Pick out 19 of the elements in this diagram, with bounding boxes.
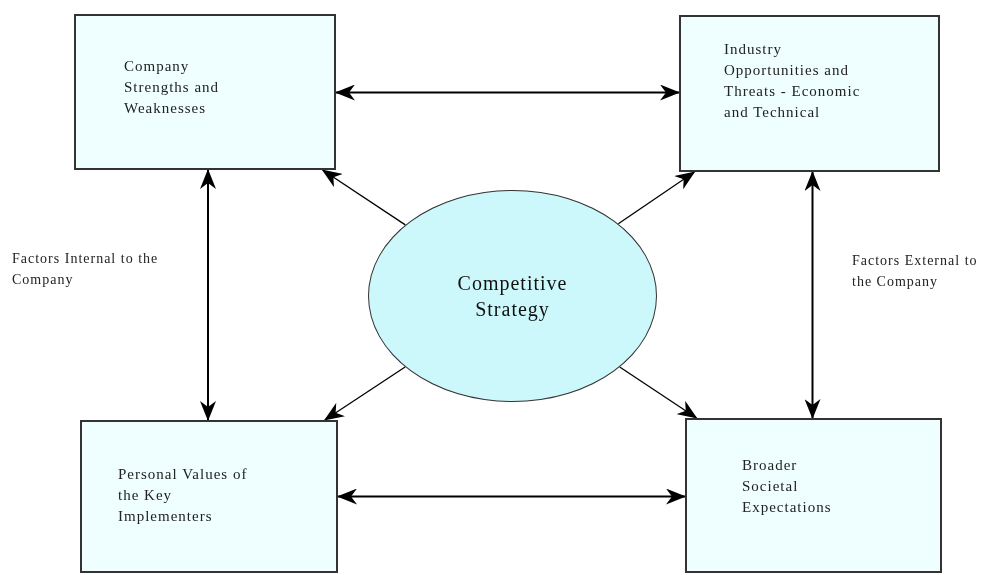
side-label: Factors Internal to the Company bbox=[12, 250, 160, 289]
box-label: Personal Values of the Key Implementers bbox=[118, 465, 249, 526]
arrow bbox=[323, 366, 406, 421]
box-label: Industry Opportunities and Threats - Economic and Technical bbox=[724, 40, 862, 122]
arrow bbox=[335, 84, 680, 101]
box-label: Company Strengths and Weaknesses bbox=[124, 57, 221, 118]
arrow bbox=[337, 488, 686, 505]
factor-box bbox=[685, 418, 942, 573]
factor-box bbox=[679, 15, 940, 172]
arrow bbox=[804, 171, 821, 419]
factor-box bbox=[80, 420, 338, 573]
factor-box bbox=[74, 14, 336, 170]
arrow bbox=[619, 366, 698, 419]
arrow bbox=[617, 171, 696, 225]
box-label: Broader Societal Expectations bbox=[742, 456, 833, 517]
circle-label: Competitive Strategy bbox=[456, 271, 569, 322]
side-label: Factors External to the Company bbox=[852, 252, 979, 291]
arrow bbox=[200, 169, 216, 421]
arrow bbox=[321, 169, 406, 226]
